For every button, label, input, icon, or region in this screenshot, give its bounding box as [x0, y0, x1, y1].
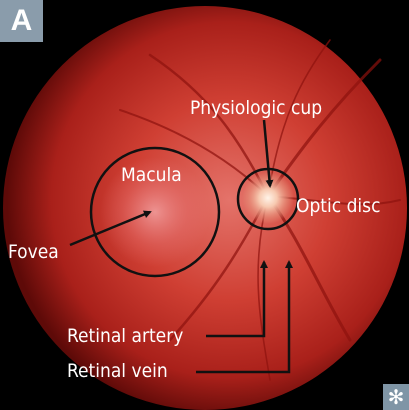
retinal-vein-label: Retinal vein: [67, 360, 168, 382]
asterisk-icon: ✻: [383, 384, 409, 410]
macula-label: Macula: [121, 164, 182, 186]
retinal-vessels: [119, 39, 401, 381]
optic-disc-label: Optic disc: [296, 195, 381, 217]
macula-outline: [89, 146, 221, 278]
physiologic-cup-arrow: [262, 119, 274, 188]
retinal-vein-arrow: [196, 260, 293, 374]
physiologic-cup-label: Physiologic cup: [190, 97, 322, 119]
retinal-artery-label: Retinal artery: [67, 325, 183, 347]
fovea-arrow: [69, 210, 152, 247]
panel-letter: A: [0, 0, 43, 42]
macula-glow: [100, 157, 210, 267]
optic-disc-glow: [242, 172, 294, 224]
fovea-label: Fovea: [8, 241, 59, 263]
retinal-artery-arrow: [206, 260, 268, 338]
